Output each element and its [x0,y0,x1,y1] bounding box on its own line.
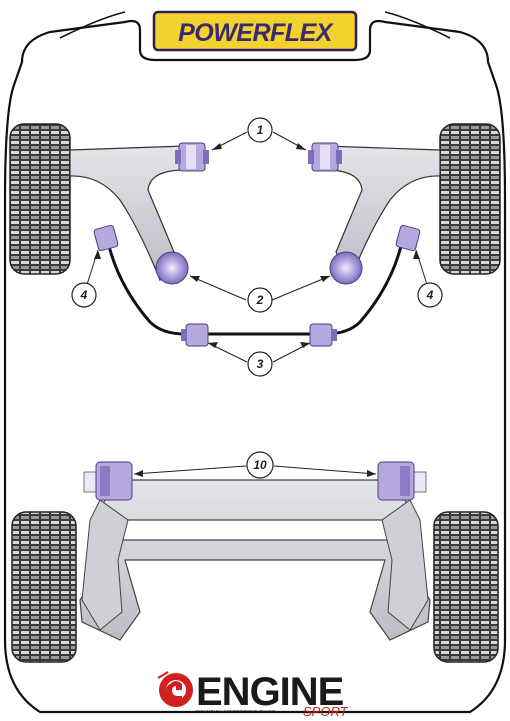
antiroll-bar [106,241,404,336]
callout-10: 10 [246,451,274,479]
svg-text:4: 4 [426,288,434,302]
brand-logo: POWERFLEX [152,10,358,52]
droplink-bush-right [395,224,421,252]
front-right-tyre [439,123,501,275]
rear-beam-arm [381,499,429,631]
antiroll-bar-bush-right [309,323,337,347]
rear-left-tyre [11,511,77,663]
callout-3: 3 [247,351,273,377]
svg-text:10: 10 [253,458,267,472]
callout-1: 1 [247,117,273,143]
rear-beam-bush-left [83,461,133,501]
arm-bush-inner-right [308,142,342,172]
rear-beam-arm [81,499,129,631]
svg-text:2: 2 [256,293,264,307]
front-left-tyre [9,123,71,275]
chassis-inner-line [59,11,126,39]
sport-wordmark: SPORT [303,704,349,719]
engine-sport-logo: ENGINE SPORT RICAMBI DA COMPETIZIONE ONL… [157,670,349,719]
chassis-inner-line [384,11,451,39]
droplink-bush-left [93,224,119,252]
front-right-wishbone [324,145,441,282]
engine-sport-emblem-icon [157,671,193,707]
svg-text:3: 3 [257,357,264,371]
leader-arrowheads [94,143,420,477]
arm-bush-outer-left [155,251,189,285]
rear-beam-bush-right [377,461,427,501]
engine-wordmark: ENGINE [196,670,344,714]
arm-bush-outer-right [329,251,363,285]
front-left-wishbone [69,145,186,282]
brand-badge [152,10,358,52]
callout-2: 2 [247,287,273,313]
antiroll-bar-bush-left [181,323,209,347]
brand-name: POWERFLEX [178,19,334,47]
callout-4-left: 4 [71,282,97,308]
logo-tagline: RICAMBI DA COMPETIZIONE ONLINE [196,709,276,714]
rear-right-tyre [433,511,499,663]
svg-text:1: 1 [257,123,264,137]
arm-bush-inner-left [175,142,209,172]
svg-text:4: 4 [80,288,88,302]
callout-4-right: 4 [417,282,443,308]
